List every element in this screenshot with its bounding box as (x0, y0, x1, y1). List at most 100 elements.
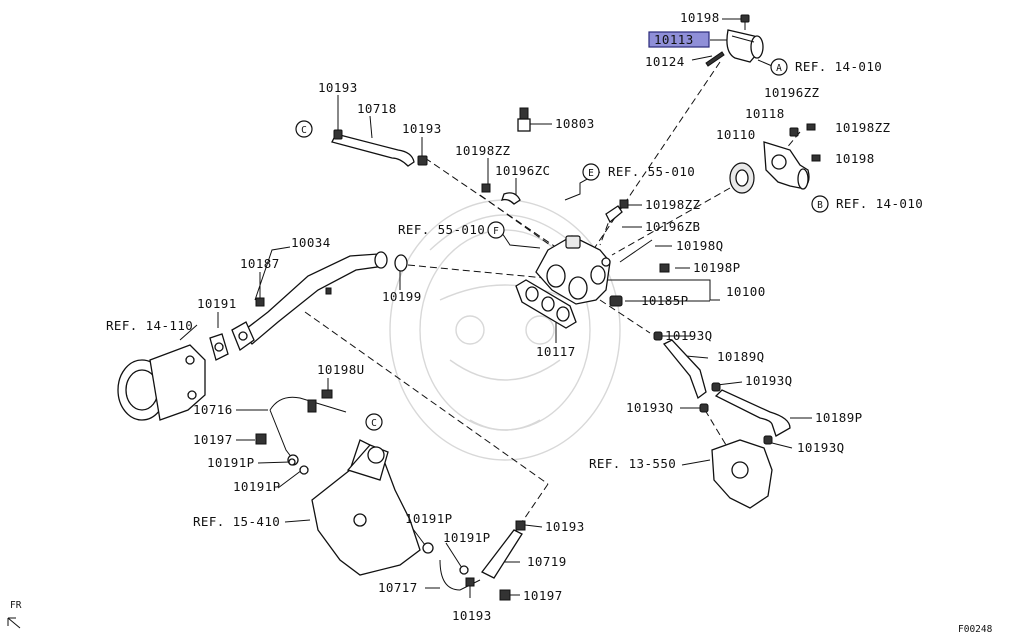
part-number-10193[interactable]: 10193 (402, 121, 442, 136)
clip-10196zb (605, 205, 623, 224)
part-number-10196zz[interactable]: 10196ZZ (764, 85, 820, 100)
part-number-10196zb[interactable]: 10196ZB (645, 219, 700, 234)
bolt-10197-left (255, 433, 267, 445)
hose-10719 (481, 529, 523, 579)
part-number-10124[interactable]: 10124 (645, 54, 685, 69)
part-number-10191p[interactable]: 10191P (443, 530, 491, 545)
front-direction-marker: FR (7, 600, 22, 629)
reference-14-010-a[interactable]: REF. 14-010 (795, 59, 882, 74)
part-number-10191p[interactable]: 10191P (233, 479, 281, 494)
hose-10189q (662, 339, 707, 400)
reference-14-010-b[interactable]: REF. 14-010 (836, 196, 923, 211)
part-number-10197[interactable]: 10197 (193, 432, 233, 447)
o-ring-10199 (394, 254, 408, 272)
bolt-10198q (619, 239, 653, 263)
clamp-10193q-a (653, 331, 663, 341)
gasket-10117 (515, 279, 577, 329)
part-number-10185p[interactable]: 10185P (641, 293, 689, 308)
part-number-10198zz[interactable]: 10198ZZ (645, 197, 701, 212)
part-number-10198zz[interactable]: 10198ZZ (455, 143, 511, 158)
part-number-10198[interactable]: 10198 (835, 151, 875, 166)
gasket-10191p-d (459, 565, 469, 575)
water-outlet-fitting-10100 (535, 235, 611, 305)
part-number-10193q[interactable]: 10193Q (626, 400, 674, 415)
callout-b: B (811, 195, 829, 213)
part-number-10100[interactable]: 10100 (726, 284, 766, 299)
part-number-10189q[interactable]: 10189Q (717, 349, 765, 364)
bolt-10198zz-right (806, 123, 816, 131)
bolt-10198-right (811, 154, 821, 162)
part-number-10718[interactable]: 10718 (357, 101, 397, 116)
plug-10185p (609, 295, 623, 307)
part-number-10198zz[interactable]: 10198ZZ (835, 120, 891, 135)
bolt-10198p (659, 263, 670, 273)
part-number-10716[interactable]: 10716 (193, 402, 233, 417)
clamp-10193q-b (711, 382, 721, 392)
part-number-10189p[interactable]: 10189P (815, 410, 863, 425)
part-number-10191p[interactable]: 10191P (405, 511, 453, 526)
clamp-10193q-d (763, 435, 773, 445)
figure-code: F00248 (958, 624, 993, 635)
temperature-sensor-10803 (517, 107, 531, 132)
pipe-10717 (439, 559, 481, 591)
part-number-10117[interactable]: 10117 (536, 344, 576, 359)
part-number-10197[interactable]: 10197 (523, 588, 563, 603)
part-number-10198u[interactable]: 10198U (317, 362, 365, 377)
part-number-10193q[interactable]: 10193Q (797, 440, 845, 455)
hose-10189p (714, 389, 791, 437)
part-number-10191p[interactable]: 10191P (207, 455, 255, 470)
selected-part-highlight[interactable] (648, 31, 710, 48)
reference-55-010-f[interactable]: REF. 55-010 (398, 222, 485, 237)
part-number-10199[interactable]: 10199 (382, 289, 422, 304)
part-number-10717[interactable]: 10717 (378, 580, 418, 595)
callout-a: A (770, 58, 788, 76)
bolt-10196zz (789, 127, 799, 137)
reference-15-410[interactable]: REF. 15-410 (193, 514, 280, 529)
bolt-10187 (255, 297, 265, 307)
gasket-10191p-c (422, 542, 434, 554)
part-number-10193[interactable]: 10193 (318, 80, 358, 95)
reference-13-550[interactable]: REF. 13-550 (589, 456, 676, 471)
part-number-10110[interactable]: 10110 (716, 127, 756, 142)
leader-lines (179, 18, 812, 598)
callout-e: E (582, 163, 600, 181)
part-number-10193[interactable]: 10193 (452, 608, 492, 623)
callout-f: F (487, 221, 505, 239)
part-number-10198p[interactable]: 10198P (693, 260, 741, 275)
part-number-10193q[interactable]: 10193Q (745, 373, 793, 388)
bolt-10197-bottom (499, 589, 511, 601)
part-number-10034[interactable]: 10034 (291, 235, 331, 250)
water-pipe-10034 (231, 251, 388, 352)
part-number-10193q[interactable]: 10193Q (665, 328, 713, 343)
part-number-10803[interactable]: 10803 (555, 116, 595, 131)
part-number-10193[interactable]: 10193 (545, 519, 585, 534)
part-number-10198q[interactable]: 10198Q (676, 238, 724, 253)
gasket-10191 (209, 333, 229, 361)
part-number-10191[interactable]: 10191 (197, 296, 237, 311)
gasket-10191p-b (299, 465, 309, 475)
watermark-emblem (389, 199, 621, 461)
manifold-ref-15-410 (311, 439, 421, 576)
part-number-10196zc[interactable]: 10196ZC (495, 163, 550, 178)
bolt-10198zz-mid (481, 183, 491, 193)
bolt-10198zz-mid2 (619, 199, 629, 209)
part-number-10198[interactable]: 10198 (680, 10, 720, 25)
part-number-10118[interactable]: 10118 (745, 106, 785, 121)
reference-55-010-e[interactable]: REF. 55-010 (608, 164, 695, 179)
gasket-10124 (705, 51, 725, 67)
part-number-10113[interactable]: 10113 (654, 32, 694, 47)
thermostat-10110 (729, 162, 755, 194)
svg-text:E: E (588, 168, 594, 179)
bolt-10198-top (740, 14, 750, 30)
svg-text:B: B (817, 200, 823, 211)
part-number-10187[interactable]: 10187 (240, 256, 280, 271)
callout-c-top: C (295, 120, 313, 138)
svg-text:F: F (493, 226, 499, 237)
reference-14-110[interactable]: REF. 14-110 (106, 318, 193, 333)
clamp-10193q-c (699, 403, 709, 413)
part-number-10719[interactable]: 10719 (527, 554, 567, 569)
water-outlet-pipe-10113 (726, 29, 764, 63)
thermostat-case-10118 (763, 141, 810, 190)
component-ref-13-550 (711, 439, 773, 509)
